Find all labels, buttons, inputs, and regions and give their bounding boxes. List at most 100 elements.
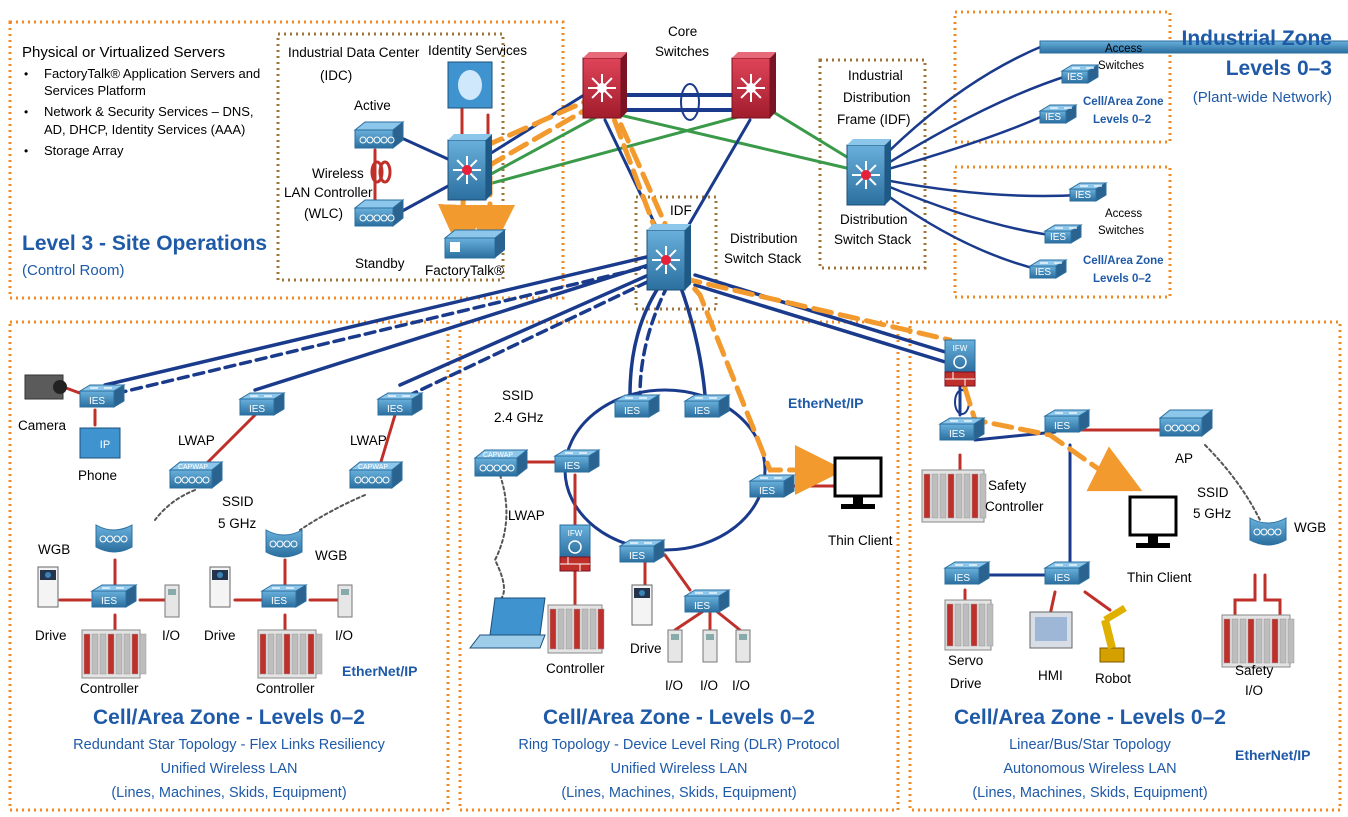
- industrial-zone-subtitle: (Plant-wide Network): [1193, 89, 1332, 106]
- svg-text:CAPWAP: CAPWAP: [178, 464, 208, 471]
- svg-text:•: •: [24, 144, 28, 158]
- servo-drive-line1: Servo: [948, 653, 983, 668]
- level3-zone-border: [8, 20, 565, 300]
- svg-text:IES: IES: [1054, 573, 1070, 584]
- left-controller2-icon: [257, 629, 323, 679]
- right-ssid-line1: SSID: [1197, 485, 1229, 500]
- mid-ies-lwap: IES: [553, 449, 601, 473]
- left-drive2-icon: [209, 566, 231, 608]
- right-ies-3: IES: [943, 561, 991, 585]
- right-zone-desc2: Autonomous Wireless LAN: [1003, 761, 1176, 777]
- core-switch-left-icon: [582, 52, 627, 119]
- left-ies-drive1: IES: [90, 584, 138, 608]
- svg-text:IES: IES: [759, 486, 775, 497]
- servers-title: Physical or Virtualized Servers: [22, 44, 225, 61]
- mid-ies-ring-2: IES: [683, 394, 731, 418]
- left-ies-lwap2: IES: [376, 392, 424, 416]
- mid-thin-client-icon: [833, 456, 883, 509]
- left-ssid-line2: 5 GHz: [218, 516, 257, 531]
- factorytalk-label: FactoryTalk®: [425, 263, 504, 278]
- idf-center-label: IDF: [670, 203, 692, 218]
- mid-zone-desc1: Ring Topology - Device Level Ring (DLR) …: [518, 737, 839, 753]
- laptop-icon: [468, 597, 546, 649]
- core-switch-right-icon: [731, 52, 776, 119]
- industrial-zone-title-line1: Industrial Zone: [1181, 27, 1332, 50]
- svg-text:CAPWAP: CAPWAP: [358, 464, 388, 471]
- left-ies-camera: IES: [78, 384, 126, 408]
- right-wgb-label: WGB: [1294, 520, 1326, 535]
- right-ethernet-ip-logo: EtherNet/IP: [1235, 747, 1310, 763]
- svg-text:IES: IES: [1035, 267, 1051, 278]
- lwap2-label: LWAP: [350, 433, 387, 448]
- svg-text:IES: IES: [101, 596, 117, 607]
- access-top-zone-line2: Levels 0–2: [1093, 114, 1151, 126]
- left-zone-desc2: Unified Wireless LAN: [161, 761, 298, 777]
- wlc-label-line1: Wireless: [312, 166, 364, 181]
- access-top-line2: Switches: [1098, 60, 1144, 72]
- lwap1-label: LWAP: [178, 433, 215, 448]
- mid-drive-label: Drive: [630, 641, 662, 656]
- mid-zone-desc3: (Lines, Machines, Skids, Equipment): [561, 785, 796, 801]
- svg-text:CAPWAP: CAPWAP: [483, 452, 513, 459]
- devices-layer: IES IES IES IES IES IES IES IES IES CAPWAP CAPWAP I…: [24, 40, 1348, 679]
- left-ethernet-ip-logo: EtherNet/IP: [342, 663, 417, 679]
- mid-io3-label: I/O: [732, 678, 750, 693]
- mid-ifw-icon: IFW: [559, 524, 591, 572]
- traffic-flow-paths: [438, 87, 1143, 495]
- active-label: Active: [354, 98, 391, 113]
- right-wgb-icon: [1249, 517, 1287, 546]
- svg-text:IES: IES: [954, 573, 970, 584]
- controller2-label: Controller: [256, 681, 315, 696]
- idf-right-dist-line1: Distribution: [840, 212, 908, 227]
- mid-ies-thin: IES: [748, 474, 796, 498]
- robot-label: Robot: [1095, 671, 1131, 686]
- mid-ssid-line1: SSID: [502, 388, 534, 403]
- svg-text:IES: IES: [564, 461, 580, 472]
- left-controller1-icon: [81, 629, 147, 679]
- access-bottom-zone-line2: Levels 0–2: [1093, 273, 1151, 285]
- idf-center-switch-stack-icon: [646, 224, 691, 291]
- mid-io2-label: I/O: [700, 678, 718, 693]
- right-ifw-icon: IFW: [944, 339, 976, 387]
- drive1-label: Drive: [35, 628, 67, 643]
- left-drive1-icon: [37, 566, 59, 608]
- right-safety-io-icon: [1221, 614, 1295, 668]
- idf-right-line3: Frame (IDF): [837, 112, 911, 127]
- access-switch-5: IES: [1043, 224, 1083, 244]
- svg-text:IFW: IFW: [953, 344, 968, 353]
- right-servo-drive-icon: [944, 599, 994, 651]
- left-ies-lwap1: IES: [238, 392, 286, 416]
- access-box-bottom-border: [953, 165, 1172, 299]
- phone-label: Phone: [78, 468, 117, 483]
- idf-right-dist-line2: Switch Stack: [834, 232, 912, 247]
- right-zone-desc3: (Lines, Machines, Skids, Equipment): [972, 785, 1207, 801]
- wgb2-label: WGB: [315, 548, 347, 563]
- mid-ssid-line2: 2.4 GHz: [494, 410, 544, 425]
- idf-right-line1: Industrial: [848, 68, 903, 83]
- safety-controller-line1: Safety: [988, 478, 1027, 493]
- mid-ies-io: IES: [683, 589, 731, 613]
- safety-io-line1: Safety: [1235, 663, 1274, 678]
- svg-text:IES: IES: [89, 396, 105, 407]
- svg-text:IES: IES: [1045, 112, 1061, 123]
- mid-io1-label: I/O: [665, 678, 683, 693]
- access-bottom-line2: Switches: [1098, 225, 1144, 237]
- ap-label: AP: [1175, 451, 1193, 466]
- mid-ethernet-ip-logo: EtherNet/IP: [788, 395, 863, 411]
- servers-bullet-3: Storage Array: [44, 143, 124, 158]
- right-ssid-line2: 5 GHz: [1193, 506, 1232, 521]
- factorytalk-server-icon: [443, 229, 507, 259]
- wlc-label-line2: LAN Controller: [284, 185, 373, 200]
- mid-zone-desc2: Unified Wireless LAN: [611, 761, 748, 777]
- right-ies-2: IES: [1043, 409, 1091, 433]
- svg-text:•: •: [24, 105, 28, 119]
- mid-io3-icon: [735, 629, 751, 663]
- drive2-label: Drive: [204, 628, 236, 643]
- right-ap-icon: [1158, 408, 1214, 438]
- svg-text:IFW: IFW: [568, 529, 583, 538]
- mid-ies-ctrl: IES: [618, 539, 666, 563]
- wlc-label-line3: (WLC): [304, 206, 343, 221]
- mid-io1-icon: [667, 629, 683, 663]
- svg-text:IES: IES: [1075, 190, 1091, 201]
